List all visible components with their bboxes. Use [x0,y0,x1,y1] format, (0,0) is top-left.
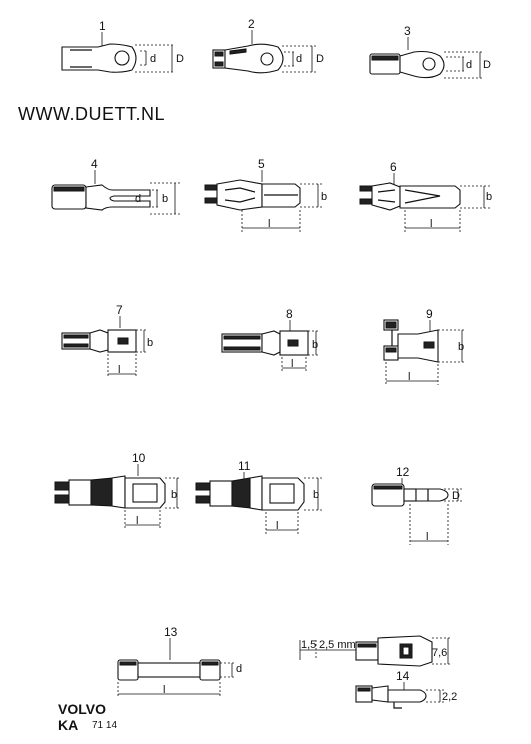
item-5-number: 5 [258,157,265,171]
item-11-dim-b: b [313,489,319,501]
item-2-ring-terminal: 2 d D [212,17,324,74]
item-1-ring-terminal: 1 d D [61,19,184,73]
item-7-dim-l: l [118,364,120,376]
item-14-dim-7-6: 7,6 [432,647,447,659]
item-3-dim-D: D [483,59,491,71]
item-6-dim-b: b [486,191,492,203]
item-8-receptacle: 8 b l [221,307,320,372]
item-7-number: 7 [116,303,123,317]
item-3-number: 3 [404,24,411,38]
item-9-number: 9 [426,307,433,321]
item-14-dim-1-5: 1,5 [301,639,316,651]
item-4-dim-b: b [162,193,168,205]
item-5-dim-b: b [321,191,327,203]
item-14-dim-2-2: 2,2 [442,691,457,703]
item-9-receptacle: 9 b l [383,307,466,385]
item-14-number: 14 [396,669,410,683]
website-url: WWW.DUETT.NL [18,104,165,124]
item-6-dim-l: l [430,218,432,230]
brand-name: VOLVO [58,701,106,717]
brand-code: KA [58,717,79,733]
item-5-flat-receptacle: 5 b l [204,157,327,232]
item-3-ring-terminal: 3 d D [369,24,491,79]
item-9-dim-l: l [408,371,410,383]
item-4-number: 4 [91,157,98,171]
item-2-dim-d: d [296,53,302,65]
item-13-number: 13 [164,625,178,639]
item-13-butt-connector: 13 d l [117,625,242,698]
item-7-dim-b: b [147,337,153,349]
item-11-dim-l: l [276,520,278,532]
item-12-dim-D: D [452,490,460,502]
item-9-dim-b: b [458,341,464,353]
item-4-dim-d: d [135,193,141,205]
item-2-number: 2 [248,17,255,31]
item-4-fork-terminal: 4 d b [51,157,180,215]
item-10-receptacle: 10 b l [54,451,180,530]
item-2-dim-D: D [316,53,324,65]
item-8-number: 8 [286,307,293,321]
item-8-dim-l: l [291,358,293,370]
item-5-dim-l: l [268,218,270,230]
item-3-dim-d: d [466,59,472,71]
item-6-flat-tab: 6 b l [359,160,492,232]
document-number: 71 14 [92,720,118,731]
item-1-dim-D: D [176,53,184,65]
item-12-bullet-connector: 12 D l [371,465,462,545]
item-1-dim-d: d [150,53,156,65]
item-11-number: 11 [238,459,251,473]
item-7-receptacle: 7 b l [61,303,153,378]
item-14-housing-terminal: 1,5 2,5 mm 7,6 14 2,2 [299,635,457,709]
item-11-receptacle: 11 b l [195,459,322,534]
item-1-number: 1 [99,19,106,33]
item-12-number: 12 [396,465,410,479]
item-8-dim-b: b [312,339,318,351]
item-13-dim-d: d [236,663,242,675]
item-13-dim-l: l [163,684,165,696]
item-6-number: 6 [390,160,397,174]
item-10-dim-b: b [171,489,177,501]
item-10-dim-l: l [136,515,138,527]
item-10-number: 10 [132,451,146,465]
item-12-dim-l: l [426,531,428,543]
item-14-dim-2-5-mm: 2,5 mm [319,639,356,651]
